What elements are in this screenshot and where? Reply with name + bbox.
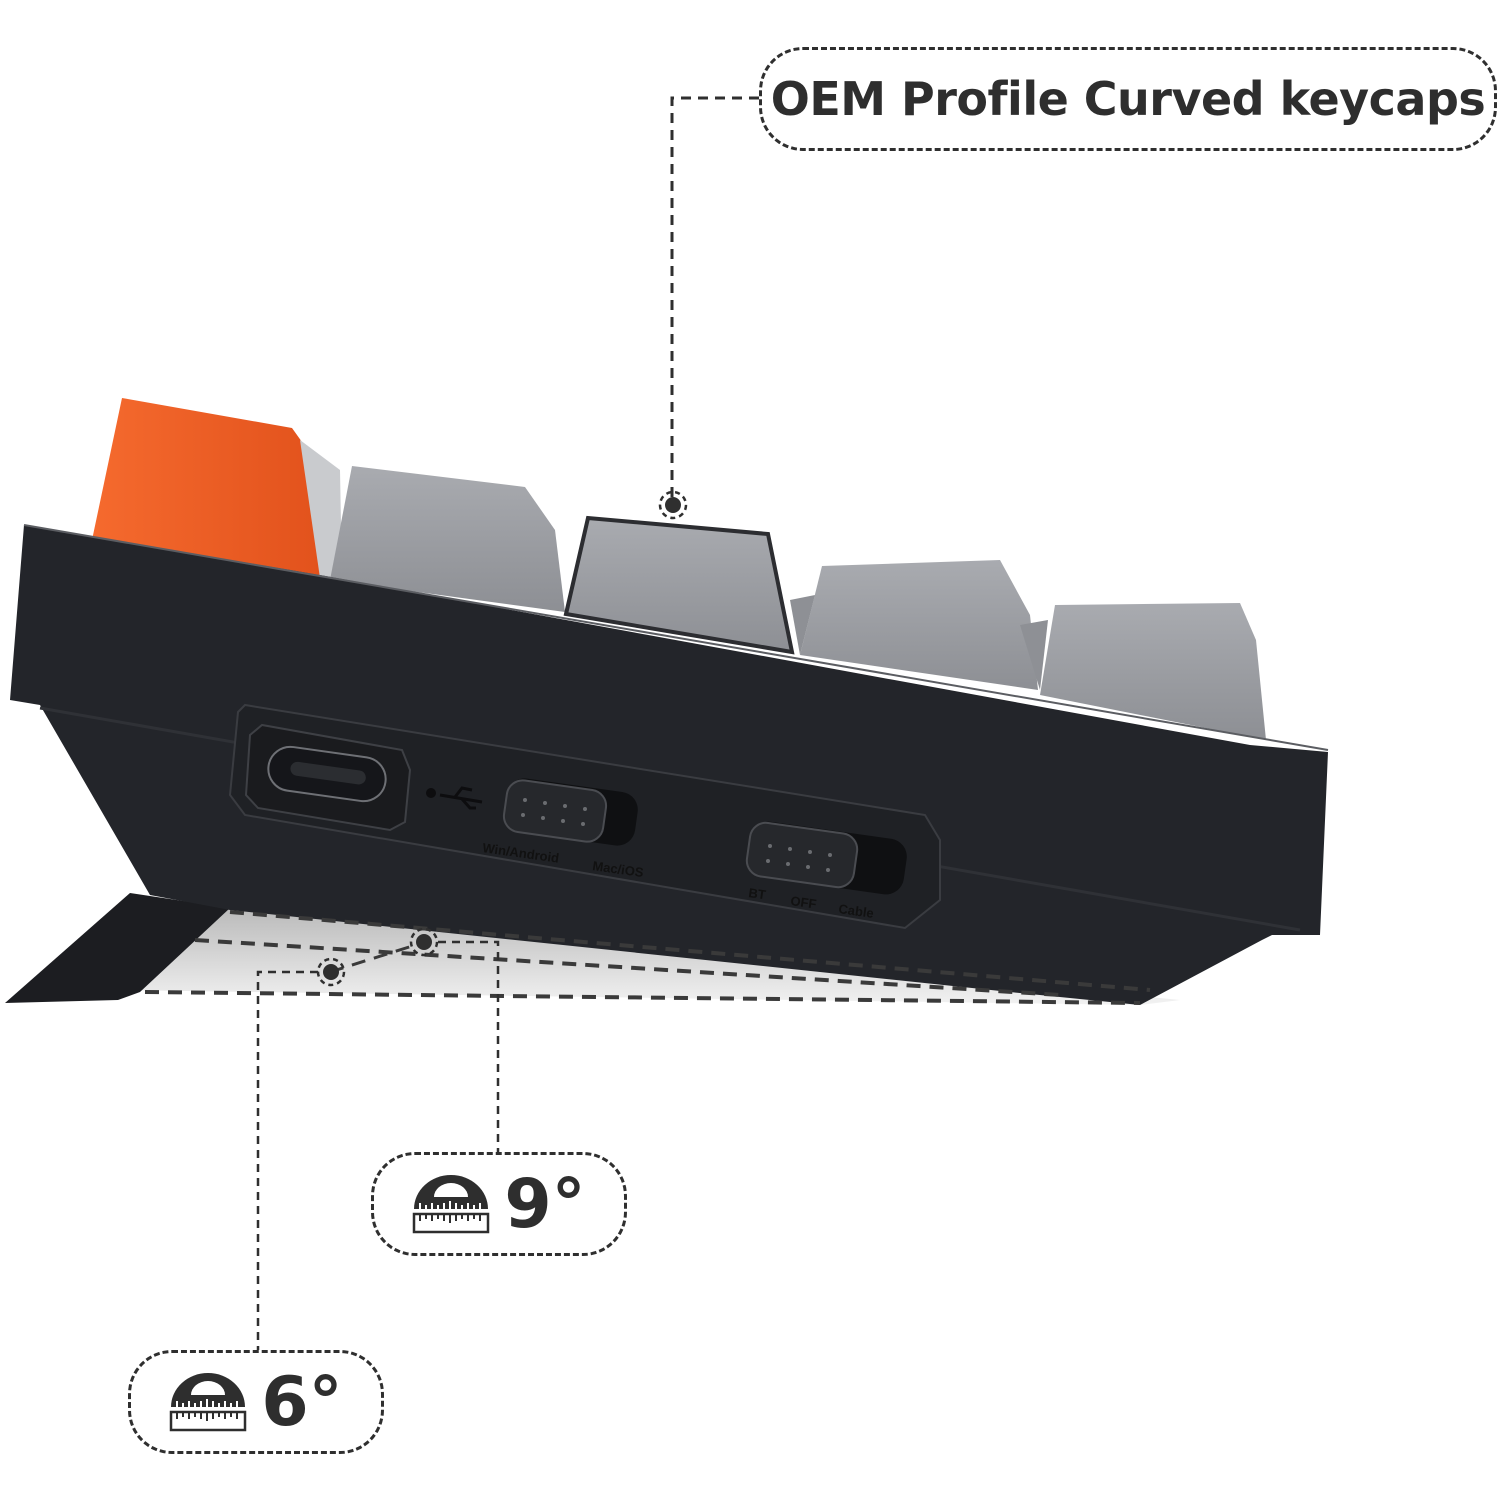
mode-switch[interactable]: BT OFF Cable xyxy=(745,819,909,921)
mode-label-cable: Cable xyxy=(838,901,875,921)
keycaps-row xyxy=(92,398,1266,740)
mode-label-off: OFF xyxy=(790,893,818,911)
angle-6-value: 6° xyxy=(261,1362,343,1442)
angle-guides xyxy=(144,910,1151,1005)
keycaps-leader-line xyxy=(658,96,759,520)
keycap-gray-2 xyxy=(563,515,795,655)
angle-6-leader xyxy=(256,957,346,1350)
angle-9-value: 9° xyxy=(504,1164,586,1244)
usb-icon xyxy=(426,786,483,810)
keycap-gray-3 xyxy=(800,560,1038,690)
os-switch[interactable]: Win/Android Mac/iOS xyxy=(482,776,645,880)
os-switch-label-right: Mac/iOS xyxy=(592,858,645,880)
angle-9-leader xyxy=(409,927,500,1152)
angle-9-callout: 9° xyxy=(371,1152,627,1256)
keycaps-callout-label: OEM Profile Curved keycaps xyxy=(770,72,1486,126)
mode-label-bt: BT xyxy=(748,885,767,902)
port-panel: Win/Android Mac/iOS BT OFF Cable xyxy=(228,703,941,930)
angle-6-callout: 6° xyxy=(128,1350,384,1454)
protractor-ruler-icon xyxy=(170,1373,247,1432)
keycaps-callout: OEM Profile Curved keycaps xyxy=(759,47,1497,151)
keycap-gray-4 xyxy=(1040,603,1266,740)
keycap-orange xyxy=(92,398,322,575)
keycap-gray-1 xyxy=(330,466,565,612)
protractor-ruler-icon xyxy=(413,1175,490,1234)
usb-c-port[interactable] xyxy=(244,723,412,832)
keyboard-foot xyxy=(5,893,230,1003)
